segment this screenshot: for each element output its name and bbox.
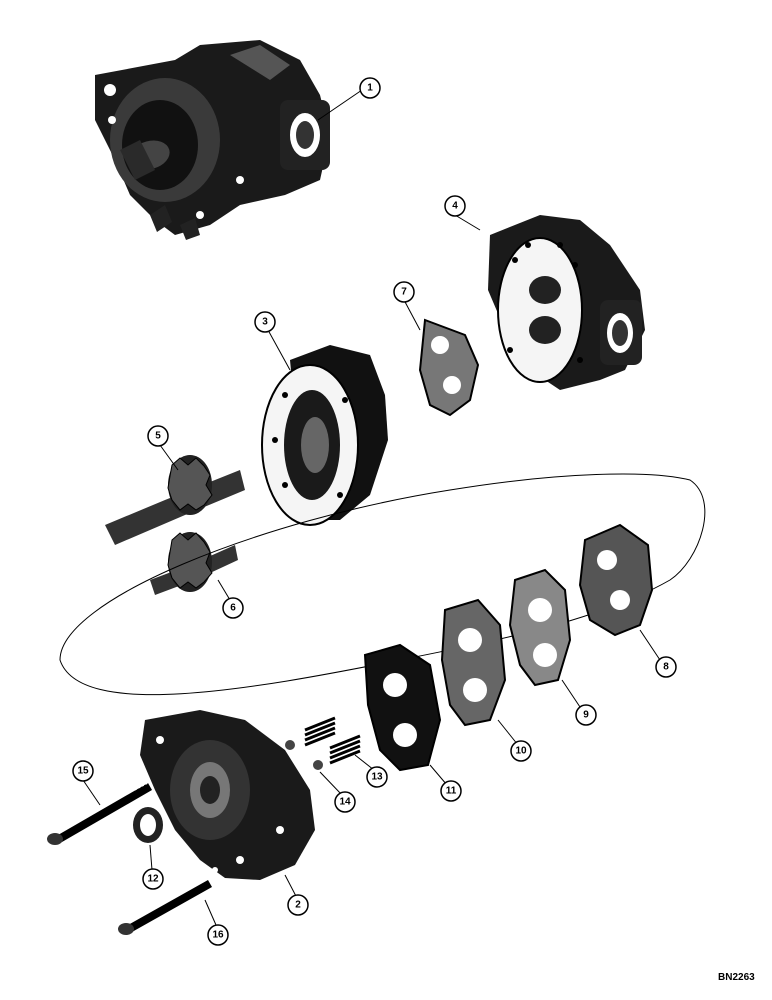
check-balls xyxy=(285,740,323,770)
pump-assembly xyxy=(95,40,330,240)
drive-gear xyxy=(105,455,245,545)
driven-gear xyxy=(150,532,238,595)
long-bolt xyxy=(47,781,152,845)
seal xyxy=(440,598,507,727)
callout-2: 2 xyxy=(287,894,309,916)
callout-9: 9 xyxy=(575,704,597,726)
wear-plate xyxy=(578,523,654,637)
callout-1: 1 xyxy=(359,77,381,99)
svg-text:4: 4 xyxy=(452,201,458,212)
svg-text:9: 9 xyxy=(583,710,589,721)
pump-body-ring xyxy=(261,345,388,526)
callout-11: 11 xyxy=(440,780,462,802)
oil-seal xyxy=(133,807,163,843)
svg-text:6: 6 xyxy=(230,603,236,614)
callout-16: 16 xyxy=(207,924,229,946)
svg-text:16: 16 xyxy=(212,930,224,941)
svg-text:2: 2 xyxy=(295,900,301,911)
springs xyxy=(304,716,361,765)
svg-text:14: 14 xyxy=(339,797,351,808)
callout-14: 14 xyxy=(334,791,356,813)
svg-text:5: 5 xyxy=(155,431,161,442)
callout-10: 10 xyxy=(510,740,532,762)
pressure-plate xyxy=(363,643,442,772)
svg-text:10: 10 xyxy=(515,746,527,757)
svg-text:12: 12 xyxy=(147,874,159,885)
callout-12: 12 xyxy=(142,868,164,890)
gasket-large xyxy=(508,568,572,687)
svg-text:1: 1 xyxy=(367,83,373,94)
svg-text:13: 13 xyxy=(371,772,383,783)
callout-15: 15 xyxy=(72,760,94,782)
gasket-small xyxy=(418,318,480,417)
callout-7: 7 xyxy=(393,281,415,303)
callout-4: 4 xyxy=(444,195,466,217)
mounting-flange xyxy=(140,710,315,880)
callout-13: 13 xyxy=(366,766,388,788)
callout-5: 5 xyxy=(147,425,169,447)
svg-text:7: 7 xyxy=(401,287,407,298)
callout-3: 3 xyxy=(254,311,276,333)
leader-lines xyxy=(82,89,661,926)
reference-code: BN2263 xyxy=(718,972,755,983)
svg-text:11: 11 xyxy=(446,786,457,797)
short-bolt xyxy=(118,880,212,935)
callout-8: 8 xyxy=(655,656,677,678)
end-cover xyxy=(488,215,645,390)
svg-text:15: 15 xyxy=(77,766,89,777)
svg-text:3: 3 xyxy=(262,317,268,328)
parts-group-outline xyxy=(59,473,706,696)
callout-6: 6 xyxy=(222,597,244,619)
svg-text:8: 8 xyxy=(663,662,669,673)
